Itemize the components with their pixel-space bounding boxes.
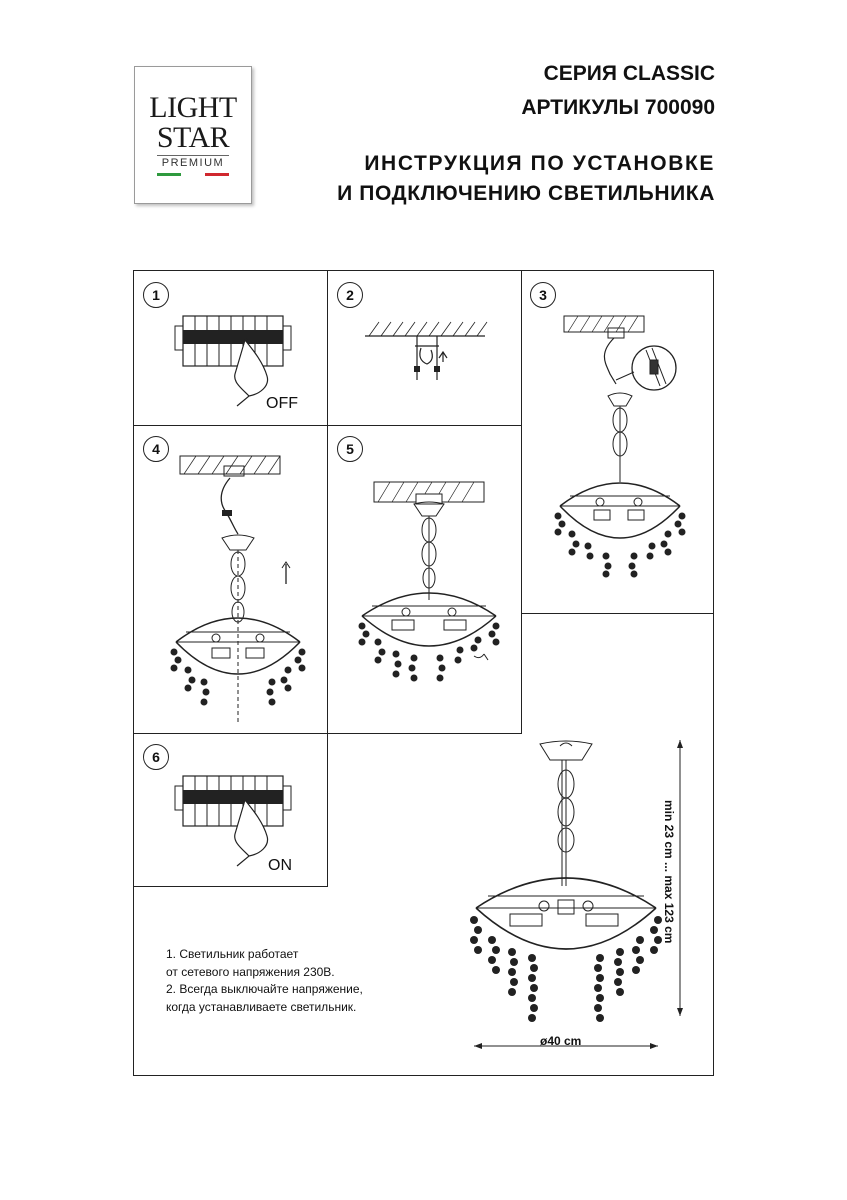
step-number-5: 5 [337, 436, 363, 462]
diameter-label: ø40 cm [540, 1034, 582, 1048]
step-number-2: 2 [337, 282, 363, 308]
note-line-2: от сетевого напряжения 230В. [166, 964, 335, 979]
note-line-1: 1. Светильник работает [166, 947, 299, 961]
chandelier-mounted-illustration [358, 481, 500, 682]
italian-flag-stripe [157, 173, 229, 176]
step-6-on-label: ON [268, 857, 292, 874]
step-5-panel [327, 425, 522, 734]
step-6-panel [133, 733, 328, 887]
brand-line1: LIGHT [149, 91, 237, 124]
height-range-label: min 23 cm ... max 123 cm [662, 800, 676, 944]
circuit-breaker-off-illustration [174, 315, 292, 407]
step-number-4: 4 [143, 436, 169, 462]
logo-divider [157, 155, 229, 156]
brand-line2: STAR [156, 121, 230, 154]
chandelier-lifting-illustration [170, 455, 306, 724]
chandelier-dimension-drawing [470, 740, 683, 1049]
note-line-4: когда устанавливаете светильник. [166, 999, 357, 1014]
step-number-1: 1 [143, 282, 169, 308]
step-number-6: 6 [143, 744, 169, 770]
safety-notes: 1. Светильник работает от сетевого напря… [166, 946, 426, 1016]
ceiling-mount-illustration [365, 321, 488, 380]
note-line-3: 2. Всегда выключайте напряжение, [166, 982, 363, 996]
brand-line3: PREMIUM [161, 157, 225, 169]
brand-logo: LIGHT STAR PREMIUM [134, 66, 252, 204]
step-number-3: 3 [530, 282, 556, 308]
series-title: СЕРИЯ CLASSIC [543, 62, 715, 85]
chandelier-hanging-illustration [554, 315, 686, 578]
step-1-off-label: OFF [266, 395, 298, 412]
instruction-title-line1: ИНСТРУКЦИЯ ПО УСТАНОВКЕ [364, 152, 715, 175]
circuit-breaker-on-illustration [174, 775, 292, 867]
article-number: АРТИКУЛЫ 700090 [521, 96, 715, 119]
instruction-title-line2: И ПОДКЛЮЧЕНИЮ СВЕТИЛЬНИКА [337, 182, 715, 205]
